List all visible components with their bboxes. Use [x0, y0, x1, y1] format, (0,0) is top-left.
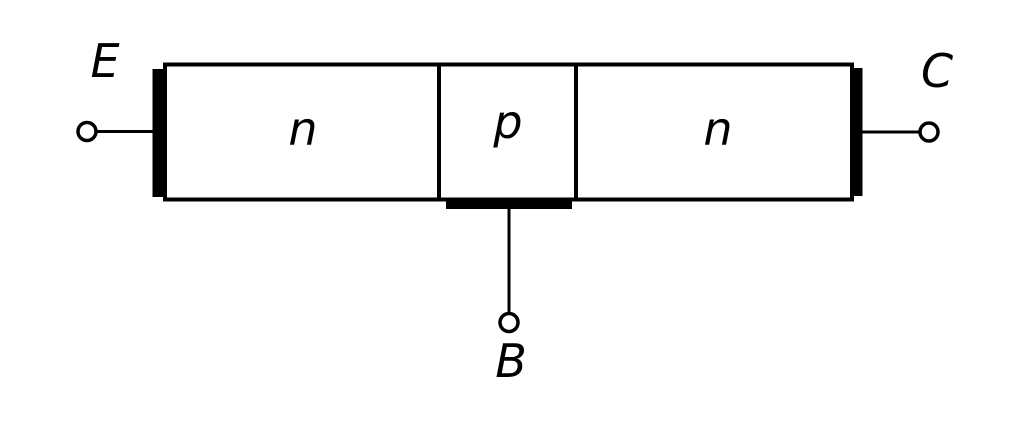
base-contact [446, 199, 572, 209]
emitter-terminal [76, 120, 98, 143]
emitter-contact [152, 69, 163, 197]
region-label-n-left: n [288, 102, 317, 156]
emitter-label: E [90, 34, 119, 88]
collector-label: C [921, 44, 953, 98]
base-terminal [498, 311, 520, 334]
region-label-n-right: n [703, 102, 732, 156]
base-label: B [495, 334, 527, 388]
collector-terminal [918, 121, 940, 143]
region-label-p: p [492, 95, 522, 149]
collector-contact [852, 68, 863, 196]
